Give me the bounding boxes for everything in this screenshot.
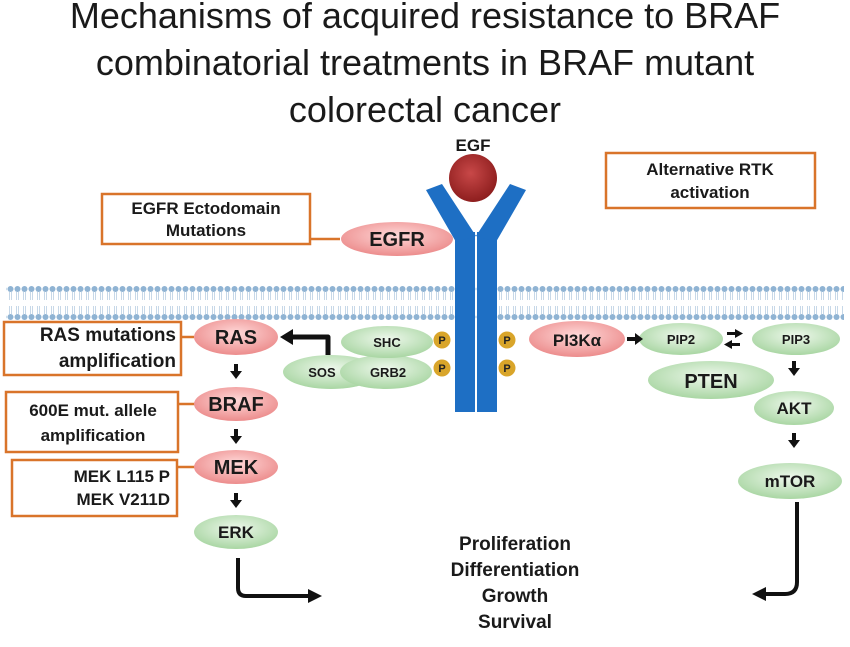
shc-label: SHC	[373, 335, 401, 350]
erk-label: ERK	[218, 523, 255, 542]
pi3k-label: PI3Kα	[553, 331, 602, 350]
mechanism-line: MEK V211D	[76, 490, 170, 509]
mechanism-egfr-ectodomain: EGFR Ectodomain Mutations	[100, 192, 340, 246]
phospho-site	[433, 359, 451, 377]
cell-membrane	[6, 286, 844, 320]
mechanism-line: activation	[670, 183, 749, 202]
sos-to-ras-arrow	[291, 334, 331, 355]
mechanism-line: RAS mutations	[40, 325, 176, 346]
phospho-site	[498, 359, 516, 377]
outcome-item: Growth	[482, 586, 549, 607]
mechanism-line: EGFR Ectodomain	[131, 199, 280, 218]
phospho-sites: P P P P	[433, 331, 516, 377]
mechanism-line: MEK L115 P	[74, 467, 170, 486]
mapk-arrows	[230, 329, 331, 603]
pten-label: PTEN	[684, 371, 737, 393]
akt-label: AKT	[777, 399, 813, 418]
pip3-node	[752, 323, 840, 355]
egfr-receptor	[426, 184, 526, 412]
braf-label: BRAF	[208, 394, 264, 416]
erk-to-outcome-arrow	[236, 558, 310, 598]
ras-node	[194, 319, 278, 355]
pip2-node	[639, 323, 723, 355]
mechanism-line: Alternative RTK	[646, 160, 774, 179]
grb2-node	[340, 355, 432, 389]
akt-node	[754, 391, 834, 425]
outcome-item: Survival	[478, 612, 552, 633]
mtor-node	[738, 463, 842, 499]
mechanism-braf: 600E mut. allele amplification	[4, 390, 195, 454]
akt-to-mtor-arrow	[788, 433, 800, 448]
mtor-label: mTOR	[765, 472, 816, 491]
egfr-node	[341, 222, 453, 256]
ras-label: RAS	[215, 327, 257, 349]
mek-label: MEK	[214, 457, 259, 479]
mtor-to-outcome-arrow	[764, 502, 799, 596]
ras-to-braf-arrow	[230, 364, 242, 379]
mechanism-line: amplification	[59, 351, 176, 372]
mek-node	[194, 450, 278, 484]
figure-title: Mechanisms of acquired resistance to BRA…	[70, 0, 780, 130]
outcome-item: Proliferation	[459, 534, 571, 555]
pi3k-arrows	[627, 329, 800, 601]
phospho-label: P	[503, 335, 510, 347]
outcome-item: Differentiation	[451, 560, 580, 581]
arrowhead	[280, 329, 293, 345]
mechanism-line: amplification	[41, 426, 146, 445]
phospho-label: P	[503, 363, 510, 375]
phospho-site	[433, 331, 451, 349]
mek-to-erk-arrow	[230, 493, 242, 508]
pten-node	[648, 361, 774, 399]
pi3k-node	[529, 321, 625, 357]
erk-node	[194, 515, 278, 549]
mechanism-line: 600E mut. allele	[29, 401, 157, 420]
shc-node	[341, 326, 433, 358]
title-line-2: combinatorial treatments in BRAF mutant	[96, 42, 754, 83]
phospho-label: P	[438, 335, 445, 347]
braf-node	[194, 387, 278, 421]
mechanism-ras: RAS mutations amplification	[2, 320, 194, 377]
egf-ligand	[449, 154, 497, 202]
grb2-label: GRB2	[370, 365, 406, 380]
sos-label: SOS	[308, 365, 336, 380]
egfr-label: EGFR	[369, 229, 425, 251]
pip3-to-akt-arrow	[788, 361, 800, 376]
arrowhead	[752, 587, 766, 601]
phospho-label: P	[438, 363, 445, 375]
mechanism-rtk: Alternative RTK activation	[604, 151, 817, 210]
mechanism-mek: MEK L115 P MEK V211D	[10, 458, 196, 518]
cellular-outcomes: Proliferation Differentiation Growth Sur…	[451, 534, 580, 633]
pi3k-to-pip2-arrow	[627, 333, 643, 345]
arrowhead	[308, 589, 322, 603]
phospho-site	[498, 331, 516, 349]
braf-to-mek-arrow	[230, 429, 242, 444]
egf-label: EGF	[456, 136, 491, 155]
mechanism-line: Mutations	[166, 221, 246, 240]
pip3-label: PIP3	[782, 332, 810, 347]
pip2-label: PIP2	[667, 332, 695, 347]
title-line-1: Mechanisms of acquired resistance to BRA…	[70, 0, 780, 36]
pip2-pip3-exchange-arrow	[724, 329, 743, 349]
title-line-3: colorectal cancer	[289, 89, 561, 130]
